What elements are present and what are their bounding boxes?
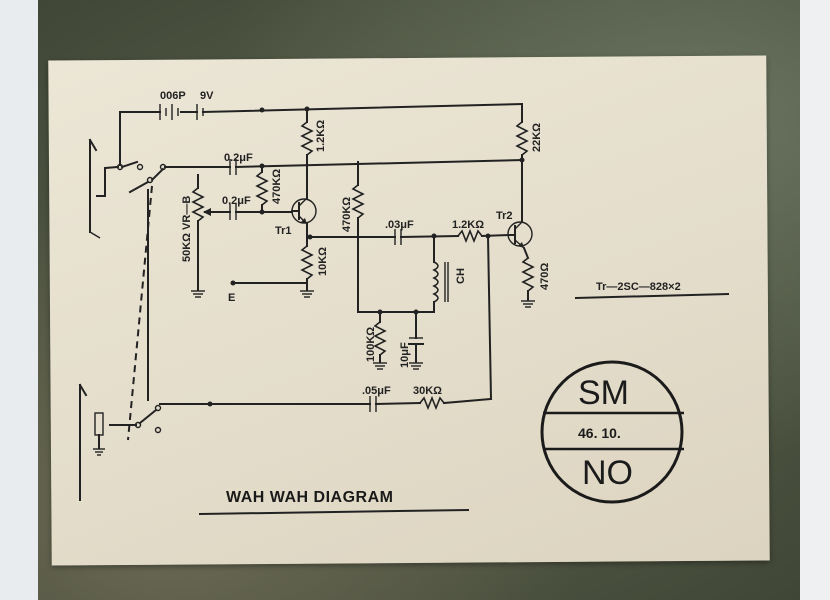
diagram-title: WAH WAH DIAGRAM bbox=[226, 489, 393, 506]
battery-symbol bbox=[159, 104, 204, 120]
resistor-1k2-collector bbox=[300, 121, 314, 156]
resistor-100k bbox=[373, 321, 387, 356]
wall-right bbox=[800, 0, 830, 600]
r-470-label: 470Ω bbox=[539, 263, 551, 290]
r-30k-label: 30KΩ bbox=[413, 385, 442, 397]
r-1k2-b-label: 1.2KΩ bbox=[452, 219, 484, 231]
ground-symbol bbox=[521, 300, 535, 308]
battery-voltage-label: 9V bbox=[200, 90, 214, 102]
footswitch-bottom bbox=[109, 404, 162, 434]
upper-signal-line bbox=[164, 158, 524, 175]
resistor-470k-b bbox=[351, 184, 365, 219]
transistor-note: Tr—2SC—828×2 bbox=[596, 281, 681, 293]
ground-e-label: E bbox=[228, 292, 235, 304]
inductor-ch bbox=[432, 261, 439, 303]
stamp-bottom-text: NO bbox=[582, 454, 633, 492]
transistor-tr1 bbox=[291, 197, 317, 225]
tr1-label: Tr1 bbox=[275, 225, 292, 237]
ground-symbol bbox=[409, 362, 423, 370]
ground-symbol bbox=[300, 290, 314, 298]
transistor-tr2 bbox=[507, 221, 533, 249]
junction-dot bbox=[259, 209, 265, 215]
junction-dot bbox=[259, 107, 265, 113]
c-05-label: .05μF bbox=[362, 385, 391, 397]
pot-wiper-arrow bbox=[203, 208, 211, 216]
note-underline bbox=[574, 292, 730, 300]
title-underline bbox=[198, 508, 470, 516]
resistor-22k bbox=[515, 121, 529, 156]
footswitch-top bbox=[103, 160, 167, 194]
ch-label: CH bbox=[455, 268, 467, 284]
r-470k-b-label: 470KΩ bbox=[341, 197, 353, 232]
junction-dot bbox=[230, 280, 236, 286]
resistor-470 bbox=[521, 257, 535, 292]
input-jack bbox=[88, 138, 106, 239]
c-02-a-label: 0.2μF bbox=[224, 152, 253, 164]
output-jack bbox=[78, 383, 105, 501]
r-100k-label: 100KΩ bbox=[365, 327, 377, 362]
c-10-label: 10μF bbox=[399, 342, 411, 368]
r-10k-label: 10KΩ bbox=[317, 247, 329, 276]
vr-label: 50KΩ VR—B bbox=[181, 196, 193, 262]
resistor-1k2-base bbox=[457, 228, 483, 244]
potentiometer-50k bbox=[191, 187, 205, 222]
inspection-stamp: SM 46. 10. NO bbox=[540, 360, 684, 504]
ground-symbol bbox=[191, 290, 205, 298]
c-03-label: .03μF bbox=[385, 219, 414, 231]
battery-type-label: 006P bbox=[160, 90, 186, 102]
junction-dot bbox=[519, 157, 525, 163]
tr2-label: Tr2 bbox=[496, 210, 513, 222]
junction-dot bbox=[207, 401, 213, 407]
stamp-top-text: SM bbox=[578, 374, 629, 412]
resistor-10k bbox=[300, 245, 314, 280]
ground-symbol bbox=[373, 362, 387, 370]
r-470k-a-label: 470KΩ bbox=[271, 169, 283, 204]
wall-left bbox=[0, 0, 38, 600]
top-rail bbox=[119, 102, 524, 166]
resistor-470k-a bbox=[255, 171, 269, 206]
c-02-b-label: 0.2μF bbox=[222, 195, 251, 207]
stamp-date-text: 46. 10. bbox=[578, 425, 621, 441]
resistor-30k bbox=[419, 395, 445, 411]
r-22k-label: 22KΩ bbox=[531, 123, 543, 152]
r-1k2-label: 1.2KΩ bbox=[315, 120, 327, 152]
